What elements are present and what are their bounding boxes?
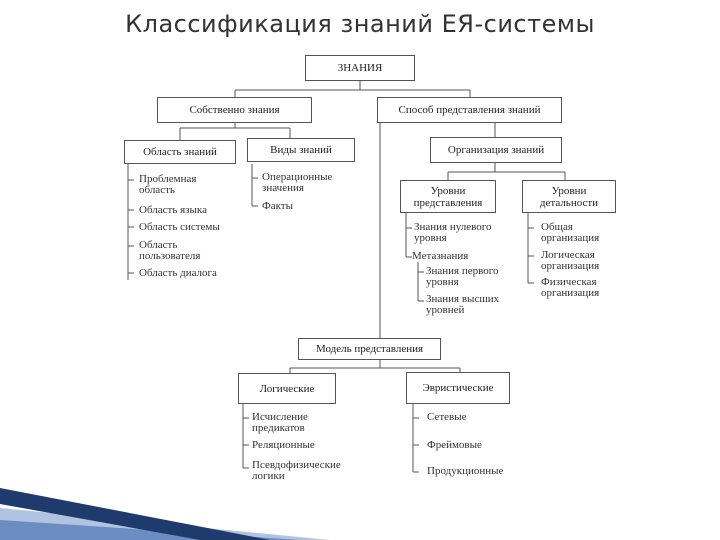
leaf-first-level: Знания первого уровня [426, 266, 516, 288]
leaf-system-domain: Область системы [139, 222, 220, 233]
node-representation-method: Способ представления знаний [377, 97, 562, 123]
node-knowledge-kinds: Виды знаний [247, 138, 355, 162]
node-label: Логические [260, 383, 315, 395]
leaf-pseudophysical-logics: Псевдофизические логики [252, 460, 362, 482]
node-label: Модель представления [316, 343, 423, 355]
leaf-operational-values: Операционные значения [262, 172, 352, 194]
node-label: Уровни представления [401, 185, 495, 209]
leaf-metaknowledge: Метазнания [412, 251, 468, 262]
node-detail-levels: Уровни детальности [522, 180, 616, 213]
node-heuristic-models: Эвристические [406, 372, 510, 404]
node-label: Организация знаний [448, 144, 544, 156]
node-label: Собственно знания [189, 104, 279, 116]
leaf-logical-organization: Логическая организация [541, 250, 615, 272]
leaf-frame: Фреймовые [427, 440, 482, 451]
node-label: Область знаний [143, 146, 217, 158]
node-knowledge-root: ЗНАНИЯ [305, 55, 415, 81]
leaf-problem-domain: Проблемная область [139, 174, 221, 196]
node-representation-model: Модель представления [298, 338, 441, 360]
node-label: Эвристические [422, 382, 493, 394]
leaf-dialog-domain: Область диалога [139, 268, 217, 279]
leaf-higher-levels: Знания высших уровней [426, 294, 516, 316]
leaf-user-domain: Область пользователя [139, 240, 221, 262]
leaf-network: Сетевые [427, 412, 467, 423]
node-logical-models: Логические [238, 373, 336, 404]
node-label: ЗНАНИЯ [338, 62, 383, 74]
leaf-facts: Факты [262, 201, 293, 212]
leaf-production: Продукционные [427, 466, 503, 477]
leaf-predicate-calculus: Исчисление предикатов [252, 412, 334, 434]
node-label: Уровни детальности [523, 185, 615, 209]
node-representation-levels: Уровни представления [400, 180, 496, 213]
node-label: Виды знаний [270, 144, 332, 156]
leaf-language-domain: Область языка [139, 205, 207, 216]
node-knowledge-organization: Организация знаний [430, 137, 562, 163]
node-knowledge-domain: Область знаний [124, 140, 236, 164]
leaf-general-organization: Общая организация [541, 222, 615, 244]
node-label: Способ представления знаний [399, 104, 541, 116]
leaf-zero-level: Знания нулевого уровня [414, 222, 514, 244]
node-own-knowledge: Собственно знания [157, 97, 312, 123]
leaf-relational: Реляционные [252, 440, 315, 451]
leaf-physical-organization: Физическая организация [541, 277, 615, 299]
